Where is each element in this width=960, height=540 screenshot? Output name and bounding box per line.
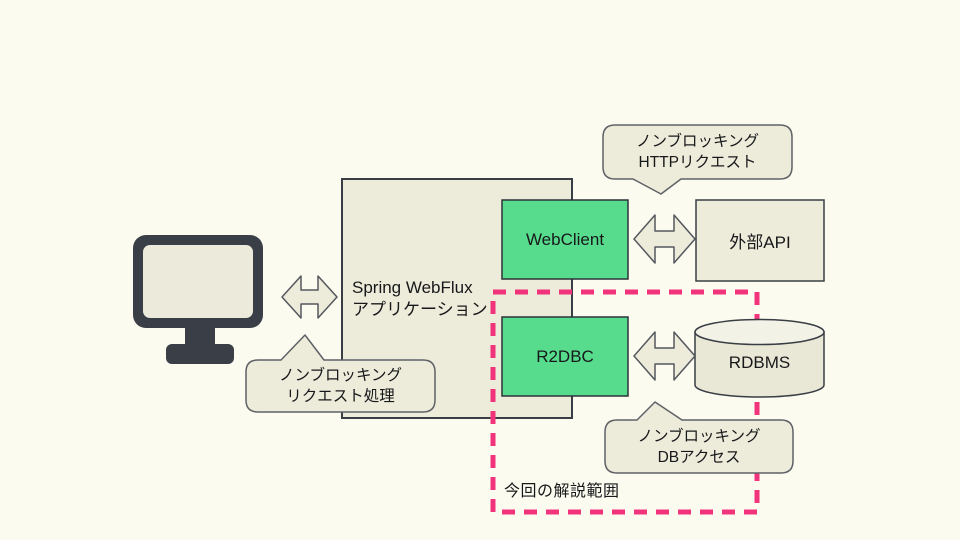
webclient-api-arrow-icon [633,214,696,264]
client-app-arrow-icon [281,275,338,319]
r2dbc-rdbms-arrow-icon [633,331,696,381]
r2dbc-box [501,316,629,397]
callout-http-request-bubble [602,124,793,195]
database-cylinder-icon [694,318,825,398]
monitor-icon [133,235,263,364]
callout-db-access-bubble [604,401,794,474]
scope-dashed-rect [490,289,760,515]
external-api-box [695,199,825,282]
callout-request-handling-bubble [245,334,436,413]
webclient-box [501,199,629,280]
